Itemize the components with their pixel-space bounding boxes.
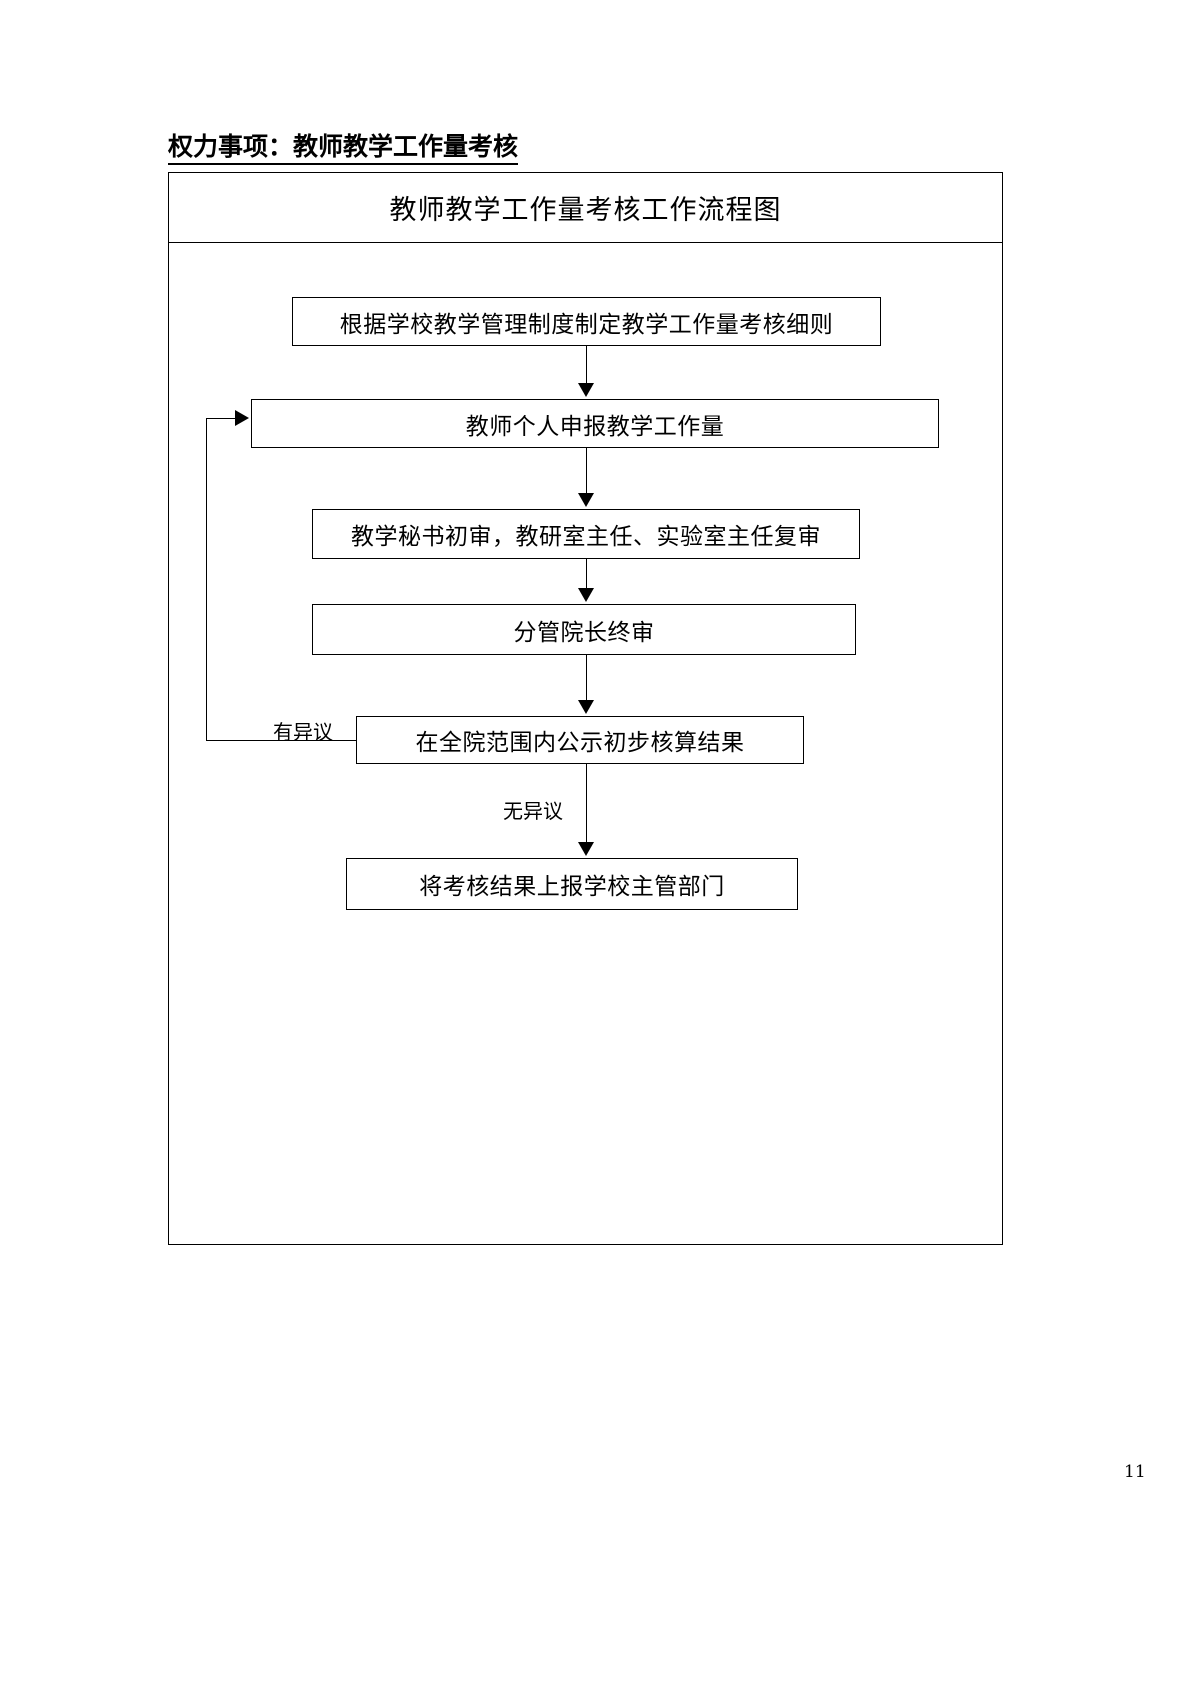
process-node-3[interactable]: 教学秘书初审，教研室主任、实验室主任复审: [312, 509, 860, 559]
connector-2-line: [586, 448, 587, 495]
connector-4-line: [586, 655, 587, 702]
arrow-down-icon: [578, 588, 594, 602]
arrow-right-icon: [235, 410, 249, 426]
arrow-down-icon: [578, 700, 594, 714]
arrow-down-icon: [578, 493, 594, 507]
connector-3-line: [586, 559, 587, 590]
process-node-6[interactable]: 将考核结果上报学校主管部门: [346, 858, 798, 910]
flowchart-title: 教师教学工作量考核工作流程图: [169, 173, 1002, 243]
arrow-down-icon: [578, 842, 594, 856]
flowchart-frame: 教师教学工作量考核工作流程图 根据学校教学管理制度制定教学工作量考核细则 教师个…: [168, 172, 1003, 1245]
feedback-loop-segment-vertical: [206, 418, 207, 741]
process-node-1[interactable]: 根据学校教学管理制度制定教学工作量考核细则: [292, 297, 881, 346]
feedback-loop-segment-horizontal-upper: [206, 418, 237, 419]
arrow-down-icon: [578, 383, 594, 397]
power-item-header: 权力事项：教师教学工作量考核: [168, 132, 519, 165]
edge-label-no-objection: 无异议: [503, 799, 563, 823]
process-node-5[interactable]: 在全院范围内公示初步核算结果: [356, 716, 804, 764]
connector-1-line: [586, 346, 587, 385]
connector-5-line: [586, 764, 587, 844]
process-node-4[interactable]: 分管院长终审: [312, 604, 856, 655]
edge-label-objection: 有异议: [273, 720, 333, 744]
page-number: 11: [1124, 1462, 1146, 1482]
feedback-loop-segment-horizontal-lower: [206, 740, 356, 741]
process-node-2[interactable]: 教师个人申报教学工作量: [251, 399, 939, 448]
